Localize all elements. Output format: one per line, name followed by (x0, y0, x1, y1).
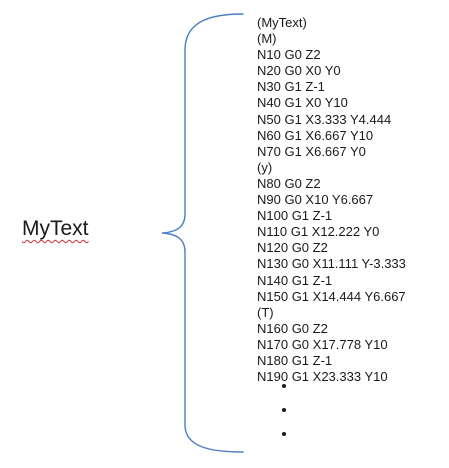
gcode-line: (T) (257, 304, 274, 320)
gcode-line: N70 G1 X6.667 Y0 (257, 143, 366, 159)
gcode-line: N40 G1 X0 Y10 (257, 95, 348, 111)
gcode-line: N170 G0 X17.778 Y10 (257, 336, 388, 352)
ellipsis-dot (282, 408, 286, 412)
gcode-line: N90 G0 X10 Y6.667 (257, 192, 374, 208)
gcode-line: N120 G0 Z2 (257, 240, 328, 256)
ellipsis-dots (282, 384, 286, 456)
gcode-line: N140 G1 Z-1 (257, 272, 333, 288)
curly-brace-path (161, 13, 244, 453)
ellipsis-dot (282, 432, 286, 436)
gcode-line: N130 G0 X11.111 Y-3.333 (257, 256, 406, 272)
gcode-line: N60 G1 X6.667 Y10 (257, 127, 374, 143)
gcode-line: N110 G1 X12.222 Y0 (257, 224, 380, 240)
ellipsis-dot (282, 384, 286, 388)
gcode-line: N20 G0 X0 Y0 (257, 63, 341, 79)
gcode-line: N30 G1 Z-1 (257, 79, 325, 95)
gcode-line: (y) (257, 159, 273, 175)
gcode-line: N10 G0 Z2 (257, 47, 321, 63)
gcode-line: N100 G1 Z-1 (257, 208, 333, 224)
gcode-line: N80 G0 Z2 (257, 175, 321, 191)
gcode-line: N180 G1 Z-1 (257, 352, 333, 368)
gcode-line: (M) (257, 31, 277, 47)
gcode-line: (MyText) (257, 15, 307, 30)
gcode-line: N150 G1 X14.444 Y6.667 (257, 288, 406, 304)
gcode-line: N50 G1 X3.333 Y4.444 (257, 111, 392, 127)
gcode-line: N190 G1 X23.333 Y10 (257, 369, 388, 385)
gcode-line: N160 G0 Z2 (257, 320, 328, 336)
label-mytext: MyText (22, 217, 89, 240)
